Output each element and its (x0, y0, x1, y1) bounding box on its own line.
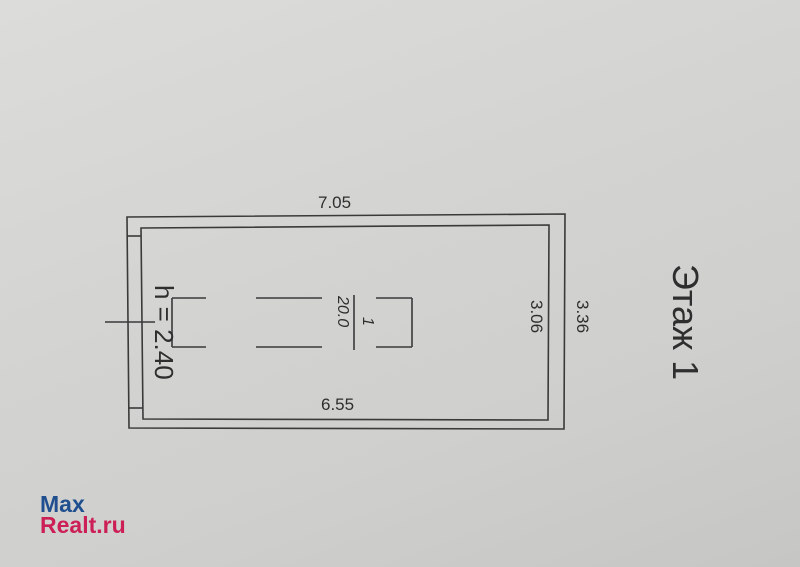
dim-bottom: 6.55 (321, 395, 355, 414)
ceiling-height: h = 2.40 (149, 285, 179, 380)
door-marks (105, 297, 413, 348)
logo-line-1: Max (40, 491, 85, 517)
dim-inner-side: 3.06 (527, 300, 546, 334)
floor-label: Этаж 1 (665, 264, 706, 381)
watermark-logo: Max Realt.ru (40, 491, 126, 538)
logo-line-2: Realt.ru (40, 512, 126, 538)
dim-top: 7.05 (318, 193, 352, 212)
room-number: 1 (359, 317, 376, 326)
inner-wall (140, 224, 550, 421)
outer-wall (126, 213, 566, 430)
room-area: 20.0 (334, 296, 351, 328)
dim-outer-side: 3.36 (573, 300, 592, 334)
